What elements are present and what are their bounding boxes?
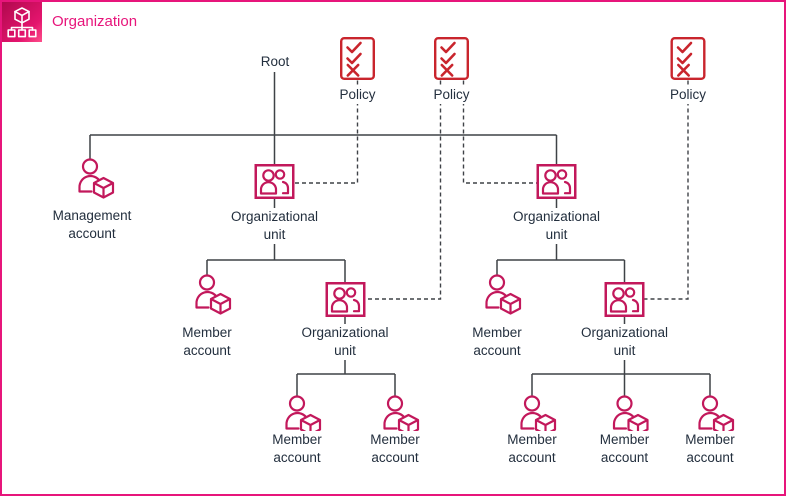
organizational-unit-label: Organizational unit	[568, 324, 681, 360]
member-account-icon	[612, 395, 649, 436]
member-account-label: Member account	[583, 431, 666, 467]
member-account-label: Member account	[456, 324, 538, 360]
policy-label: Policy	[668, 86, 708, 104]
member-account-icon	[195, 274, 232, 315]
member-account-icon	[383, 395, 420, 436]
management-account-icon	[78, 158, 115, 199]
policy-checklist-icon	[433, 36, 470, 81]
organizational-unit-icon	[536, 164, 577, 199]
policy-attachment-lines	[293, 80, 689, 300]
management-account-label: Management account	[41, 207, 143, 243]
organizational-unit-label: Organizational unit	[218, 208, 331, 244]
member-account-icon	[520, 395, 557, 436]
organizational-unit-icon	[325, 282, 366, 317]
member-account-label: Member account	[256, 431, 338, 467]
member-account-icon	[698, 395, 735, 436]
policy-checklist-icon	[339, 36, 376, 81]
root-label: Root	[259, 53, 291, 71]
organizational-unit-label: Organizational unit	[289, 324, 401, 360]
member-account-icon	[285, 395, 322, 436]
policy-checklist-icon	[670, 36, 706, 81]
organizations-icon	[2, 2, 42, 42]
member-account-label: Member account	[491, 431, 573, 467]
organizational-unit-icon	[254, 164, 295, 199]
diagram-title: Organization	[52, 13, 138, 30]
member-account-label: Member account	[166, 324, 248, 360]
organizational-unit-icon	[604, 282, 645, 317]
policy-label: Policy	[338, 86, 377, 104]
member-account-icon	[485, 274, 522, 315]
member-account-label: Member account	[354, 431, 436, 467]
policy-label: Policy	[432, 86, 471, 104]
organizational-unit-label: Organizational unit	[500, 208, 613, 244]
member-account-label: Member account	[669, 431, 751, 467]
